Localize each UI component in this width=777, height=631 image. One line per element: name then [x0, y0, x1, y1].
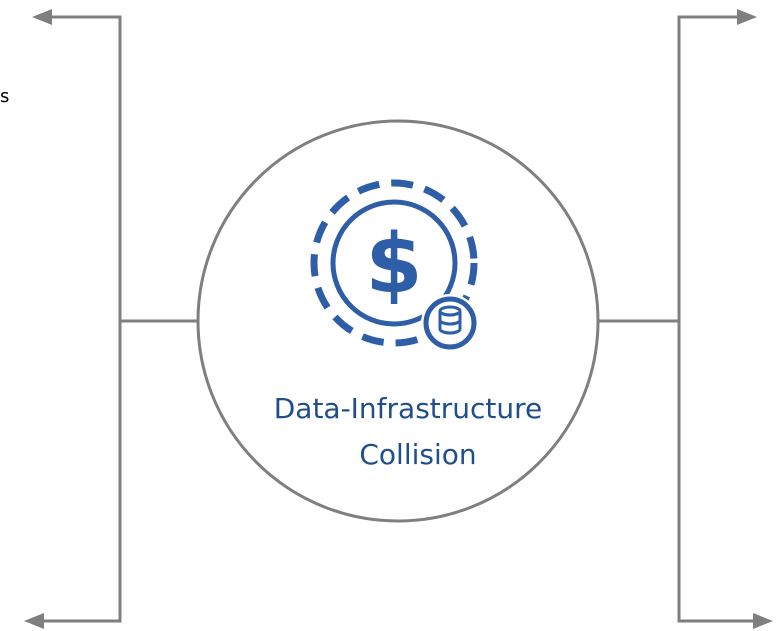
center-node: $ Data-Infrastructure Collision	[196, 119, 600, 523]
database-icon	[438, 305, 462, 335]
center-node-circle	[196, 119, 600, 523]
icon-inner-ring	[330, 199, 458, 327]
left-fragment-text: s	[0, 86, 9, 107]
coin-badge-ring	[423, 296, 477, 350]
left-bracket	[24, 9, 199, 629]
database-disk-bottom	[438, 320, 462, 335]
right-bracket	[598, 9, 773, 629]
left-bottom-arrowhead	[24, 613, 44, 629]
right-top-arrowhead	[737, 9, 757, 25]
right-bracket-line	[677, 15, 755, 623]
left-bracket-line	[40, 15, 122, 623]
center-node-label-line2: Collision	[359, 438, 476, 471]
center-node-label-line1: Data-Infrastructure	[274, 392, 543, 425]
dollar-coin-database-icon: $	[310, 179, 479, 352]
left-top-arrowhead	[32, 9, 52, 25]
dollar-sign-icon: $	[365, 217, 422, 312]
right-bottom-arrowhead	[753, 613, 773, 629]
icon-dashed-ring	[310, 179, 478, 347]
